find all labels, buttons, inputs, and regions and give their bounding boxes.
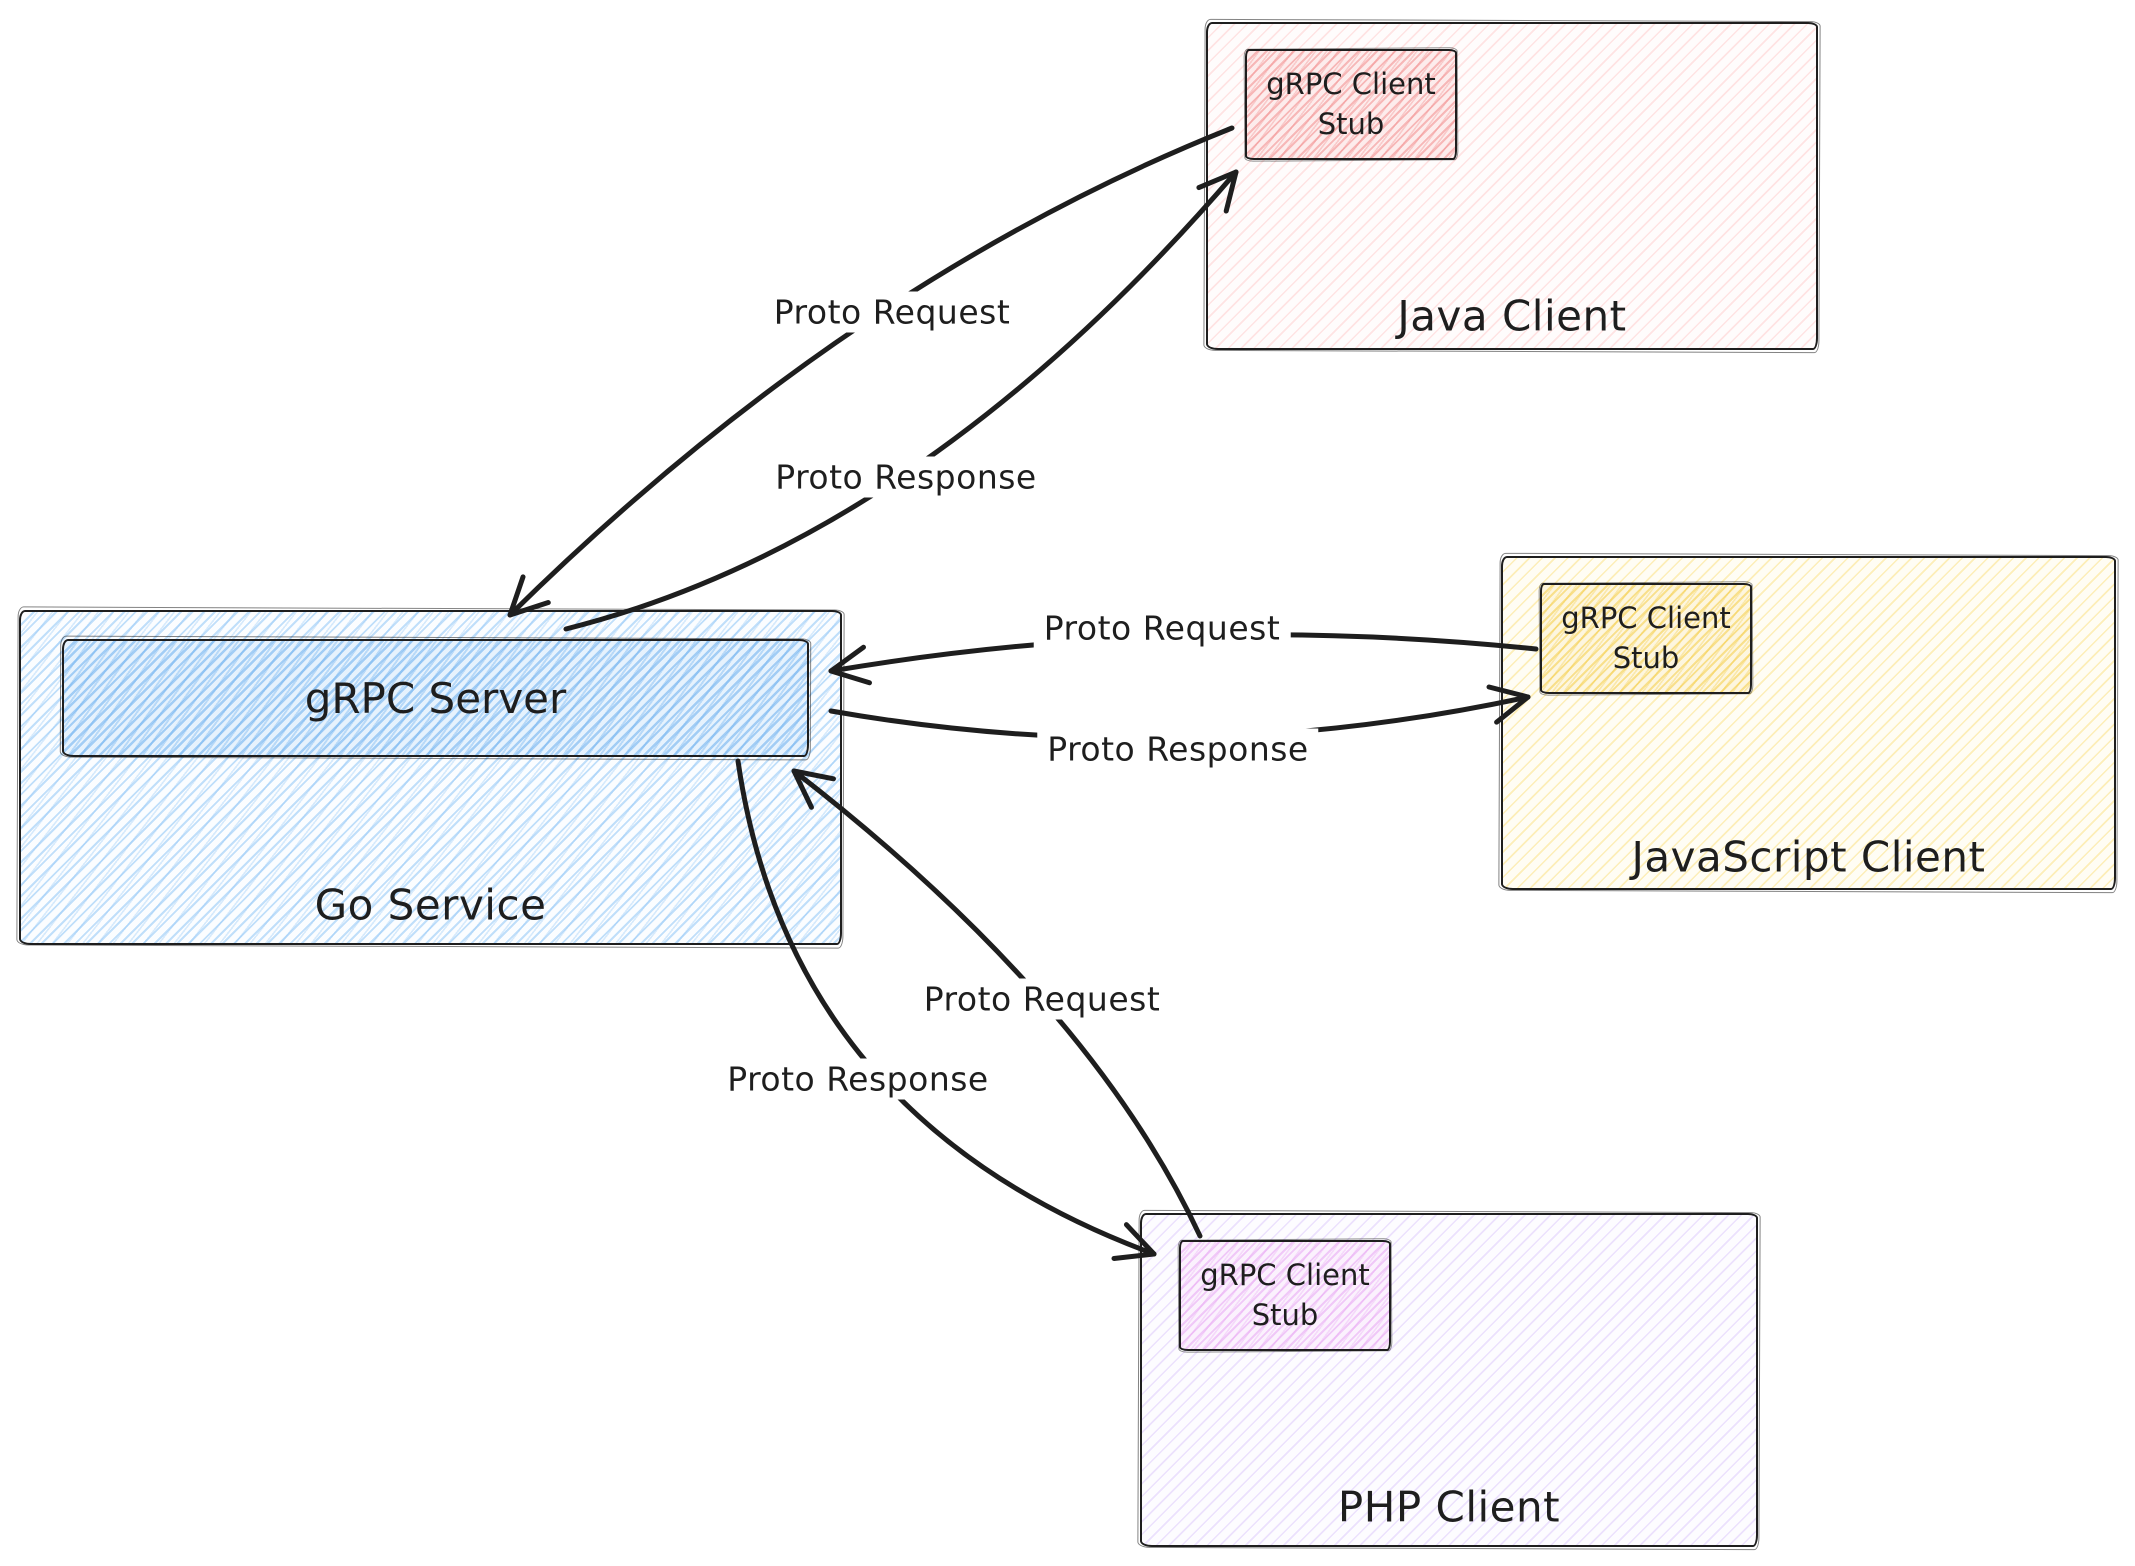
php-grpc-client-stub-box: gRPC Client Stub	[1179, 1240, 1391, 1351]
java-client-box: gRPC Client Stub Java Client	[1206, 22, 1818, 350]
javascript-grpc-client-stub-box: gRPC Client Stub	[1540, 583, 1752, 694]
java-grpc-client-stub-label: gRPC Client Stub	[1266, 67, 1436, 141]
php-grpc-client-stub-label: gRPC Client Stub	[1200, 1258, 1370, 1332]
java-proto-response-label: Proto Response	[765, 456, 1047, 498]
java-client-label: Java Client	[1397, 291, 1627, 341]
javascript-proto-response-label: Proto Response	[1037, 728, 1319, 770]
java-proto-request-arrow	[507, 125, 1235, 618]
go-service-box: gRPC Server Go Service	[19, 610, 842, 945]
javascript-proto-request-label: Proto Request	[1033, 607, 1291, 649]
go-service-label: Go Service	[314, 880, 547, 930]
java-proto-request-label: Proto Request	[763, 291, 1021, 333]
java-grpc-client-stub-box: gRPC Client Stub	[1245, 49, 1457, 160]
javascript-client-label: JavaScript Client	[1631, 832, 1986, 882]
grpc-server-label: gRPC Server	[304, 673, 567, 723]
php-client-box: gRPC Client Stub PHP Client	[1140, 1213, 1758, 1547]
php-proto-request-label: Proto Request	[913, 978, 1171, 1020]
javascript-client-box: gRPC Client Stub JavaScript Client	[1501, 556, 2116, 890]
php-client-label: PHP Client	[1337, 1482, 1561, 1532]
javascript-grpc-client-stub-label: gRPC Client Stub	[1561, 601, 1731, 675]
java-proto-response-arrow	[563, 169, 1239, 632]
php-proto-response-label: Proto Response	[717, 1058, 999, 1100]
grpc-server-box: gRPC Server	[62, 639, 809, 757]
